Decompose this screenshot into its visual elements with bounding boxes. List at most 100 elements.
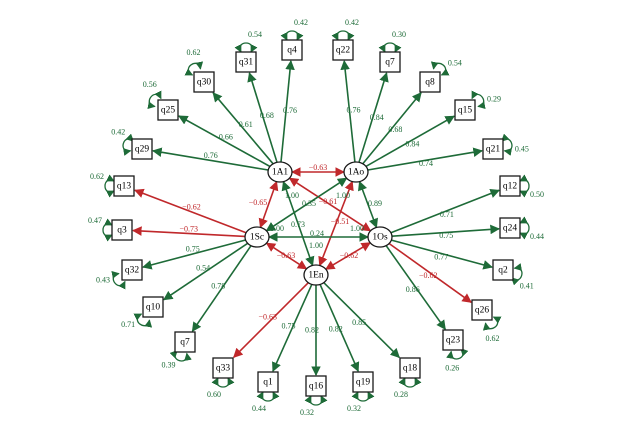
residual-loop-q10: [133, 313, 153, 328]
loading-path-q33: [233, 282, 309, 358]
loading-label-q29: 0.76: [204, 151, 218, 160]
indicator-box-q7a: [379, 51, 401, 73]
correlation-label-1A1-1Sc: −0.65: [249, 198, 268, 207]
indicator-label-q25: q25: [161, 106, 176, 116]
indicator-label-q22: q22: [336, 46, 351, 56]
indicator-box-q8: [419, 71, 441, 93]
latent-node-1Os: [367, 226, 393, 248]
loading-label-q4: 0.76: [283, 106, 297, 115]
residual-loop-q2: [511, 263, 523, 286]
loading-label-q31: 0.68: [260, 111, 274, 120]
residual-label-q13: 0.62: [90, 172, 104, 181]
indicator-label-q7a: q7: [385, 58, 395, 68]
residual-loop-q7b: [169, 350, 192, 362]
correlation-label-1A1-1Ao: −0.63: [309, 163, 328, 172]
indicator-label-q23: q23: [446, 336, 461, 346]
indicator-label-q29: q29: [135, 145, 150, 155]
correlation-path-1Ao-1Os: [358, 180, 378, 229]
residual-label-q16: 0.32: [300, 408, 314, 417]
indicator-label-q3: q3: [117, 226, 127, 236]
indicator-label-q2: q2: [498, 266, 508, 276]
correlation-path-1Os-1En: [324, 242, 372, 270]
indicator-box-q22: [332, 39, 354, 61]
latent-label-1Os: 1Os: [372, 233, 388, 243]
residual-loop-q12: [519, 174, 530, 198]
loading-path-q23: [385, 245, 446, 330]
residual-loop-q33: [211, 377, 235, 388]
loading-path-q4: [280, 60, 295, 163]
residual-label-q4: 0.42: [294, 18, 308, 27]
indicator-label-q21: q21: [486, 145, 501, 155]
residual-loops-layer: [102, 30, 530, 406]
loading-path-q21: [367, 147, 483, 171]
correlation-label-1A1-1Os: −0.61: [319, 197, 338, 206]
loading-path-q1: [272, 284, 313, 372]
indicator-label-q30: q30: [197, 78, 212, 88]
variance-label-1A1: 1.00: [285, 191, 299, 200]
loading-label-q13: −0.62: [182, 202, 201, 211]
indicator-box-q23: [442, 329, 464, 351]
residual-label-q2: 0.41: [520, 281, 534, 290]
loading-path-q24: [391, 224, 500, 237]
residual-label-q21: 0.45: [515, 145, 529, 154]
loading-label-q21: 0.74: [419, 159, 433, 168]
indicator-box-q4: [281, 39, 303, 61]
loading-label-q12: 0.71: [440, 210, 454, 219]
loading-label-q2: 0.77: [434, 252, 448, 261]
residual-loop-q13: [104, 174, 115, 198]
indicator-box-q30: [193, 71, 215, 93]
residual-label-q32: 0.43: [96, 275, 110, 284]
loading-label-q18: 0.85: [352, 318, 366, 327]
residual-label-q15: 0.29: [487, 94, 501, 103]
residual-loop-q32: [111, 270, 126, 290]
correlation-label-1Ao-1En: −0.51: [331, 217, 350, 226]
latent-node-1Sc: [244, 226, 270, 248]
loading-label-q8: 0.68: [388, 125, 402, 134]
variance-label-1Sc: 1.00: [270, 224, 284, 233]
loading-path-q8: [362, 92, 422, 165]
indicator-label-q19: q19: [356, 378, 371, 388]
residual-loop-q4: [280, 30, 304, 41]
indicator-box-q29: [131, 138, 153, 160]
indicator-label-q12: q12: [503, 182, 518, 192]
residual-label-q7b: 0.39: [162, 361, 176, 370]
residual-loop-q29: [122, 133, 134, 156]
residual-loop-q26: [482, 316, 502, 331]
residual-label-q12: 0.50: [530, 190, 544, 199]
loading-label-q33: −0.63: [259, 312, 278, 321]
indicator-label-q32: q32: [125, 266, 140, 276]
loading-label-q26: −0.62: [419, 271, 438, 280]
residual-loop-q24: [519, 216, 530, 240]
residual-label-q7a: 0.30: [392, 30, 406, 39]
residual-label-q18: 0.28: [394, 390, 408, 399]
indicator-label-q4: q4: [287, 46, 297, 56]
indicator-box-q24: [499, 217, 521, 239]
residual-loop-q18: [398, 377, 422, 388]
loading-label-q19: 0.82: [329, 325, 343, 334]
residual-loop-q16: [304, 395, 328, 406]
residual-loop-q15: [471, 90, 486, 110]
residual-label-q31: 0.54: [248, 30, 262, 39]
indicator-label-q10: q10: [146, 303, 161, 313]
indicator-box-q16: [305, 375, 327, 397]
residual-loop-q21: [501, 133, 513, 156]
indicator-box-q32: [121, 259, 143, 281]
loading-path-q25: [178, 115, 271, 168]
indicator-box-q18: [399, 357, 421, 379]
residual-label-q26: 0.62: [486, 334, 500, 343]
residual-loop-q22: [331, 30, 355, 41]
indicator-box-q13: [113, 175, 135, 197]
indicator-label-q33: q33: [216, 364, 231, 374]
indicator-box-q7b: [174, 331, 196, 353]
loading-label-q1: 0.75: [282, 321, 296, 330]
correlation-path-1Sc-1En: [265, 242, 308, 270]
loading-path-q2: [391, 239, 493, 270]
loading-path-q10: [163, 242, 249, 301]
residual-loop-q8: [430, 61, 450, 76]
correlation-label-1Ao-1Sc: 0.35: [302, 199, 316, 208]
loading-path-q32: [142, 239, 246, 270]
indicator-label-q7b: q7: [180, 338, 190, 348]
indicator-label-q31: q31: [239, 58, 254, 68]
loading-path-q26: [388, 242, 472, 303]
